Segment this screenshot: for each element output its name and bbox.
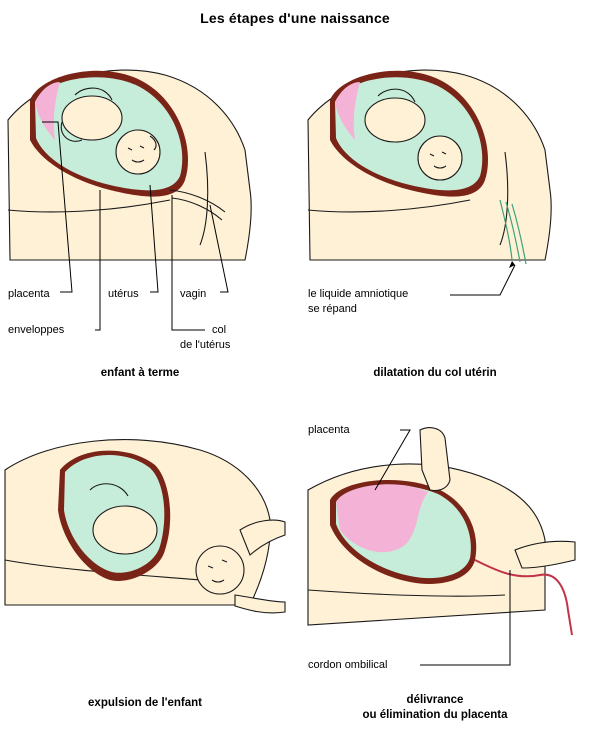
label-col-line2: de l'utérus [180, 338, 230, 352]
label-cordon-ombilical: cordon ombilical [308, 658, 387, 672]
illustration-full-term [0, 40, 290, 360]
caption-delivrance: délivrance ou élimination du placenta [310, 693, 560, 723]
label-uterus: utérus [108, 287, 139, 301]
label-enveloppes: enveloppes [8, 323, 64, 337]
caption-delivrance-line2: ou élimination du placenta [310, 708, 560, 723]
baby-head [116, 130, 160, 174]
illustration-placenta-delivery [300, 410, 590, 660]
label-placenta-p4: placenta [308, 423, 350, 437]
caption-enfant-a-terme: enfant à terme [40, 366, 240, 381]
baby-body [62, 96, 122, 140]
caption-dilatation: dilatation du col utérin [320, 366, 550, 381]
illustration-expulsion [0, 410, 290, 650]
label-placenta: placenta [8, 287, 50, 301]
page-title: Les étapes d'une naissance [0, 10, 590, 26]
label-liquide-line2: se répand [308, 302, 357, 316]
label-vagin: vagin [180, 287, 206, 301]
emerging-head [196, 546, 244, 594]
label-col-line1: col [212, 323, 226, 337]
label-liquide-line1: le liquide amniotique [308, 287, 408, 301]
caption-delivrance-line1: délivrance [310, 693, 560, 708]
caption-expulsion: expulsion de l'enfant [20, 696, 270, 711]
